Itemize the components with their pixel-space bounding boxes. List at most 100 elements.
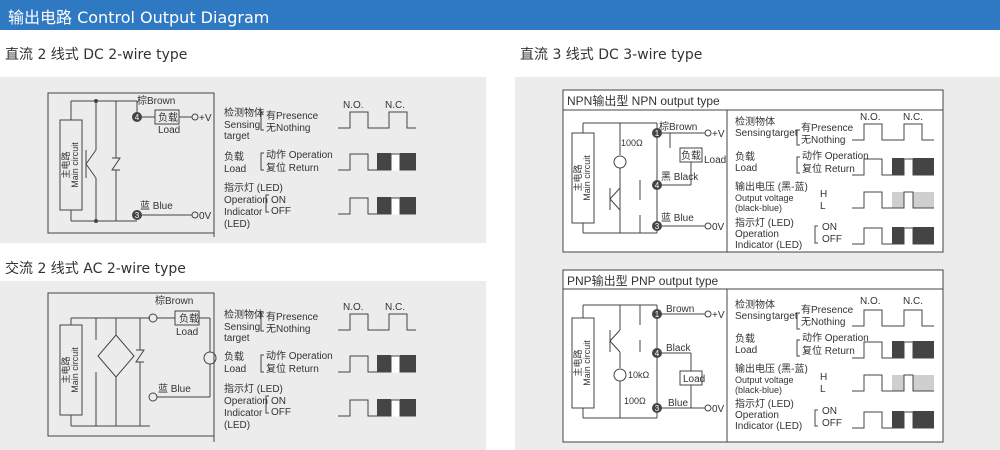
dc2-loadrow-cn: 负载 [224,150,244,163]
npn-voltage-en2: (black-blue) [735,203,782,213]
pnp-pin3: 3 [655,404,660,413]
dc2-load-cn: 负载 [158,111,178,124]
ac2-main-en: Main circuit [70,347,80,393]
dc2-presence: 有Presence [266,109,319,122]
dc2-main-en: Main circuit [70,142,80,188]
npn-brown: 棕Brown [659,120,697,133]
npn-ind-op: Operation [735,229,779,240]
pnp-frame [562,269,944,443]
npn-sensing-en: Sensing [735,128,771,139]
npn-pin1: 1 [655,129,660,138]
ac2-sensing-en1: Sensing [224,322,260,333]
dc2-off: OFF [271,206,291,217]
npn-l: L [820,201,826,212]
pnp-on: ON [822,406,837,417]
dc2-wave-no-1 [338,111,380,129]
npn-sensing-en2: target [772,128,798,139]
dc2-wave-nc-1 [377,111,416,129]
dc2-nc: N.C. [385,100,405,111]
ac2-no: N.O. [343,302,364,313]
dc2-no: N.O. [343,100,364,111]
ac2-loadrow-cn: 负载 [224,350,244,363]
npn-loadrow-cn: 负载 [735,150,755,163]
npn-no: N.O. [860,112,881,123]
dc2-title: 直流 2 线式 DC 2-wire type [5,47,188,63]
pnp-brown: Brown [666,304,694,315]
dc2-sensing-en2: target [224,131,250,142]
npn-voltage-cn: 输出电压 (黑-蓝) [735,180,808,193]
npn-load-cn: 负载 [681,149,701,162]
dc2-return: 复位 Return [266,161,319,174]
npn-on: ON [822,222,837,233]
dc2-on: ON [271,195,286,206]
pnp-operation: 动作 Operation [802,332,869,344]
npn-blue: 蓝 Blue [661,212,694,224]
ac2-loadrow-en: Load [224,364,246,375]
pnp-nothing: 无Nothing [801,317,845,328]
npn-ind-cn: 指示灯 (LED) [735,216,794,229]
npn-plus-v: +V [712,129,725,140]
dc2-operation: 动作 Operation [266,149,333,161]
npn-res100: 100Ω [621,138,643,148]
dc2-wave-no-2 [338,153,380,171]
pnp-plus-v: +V [712,310,725,321]
dc2-ind-cn: 指示灯 (LED) [224,181,283,194]
ac2-nc: N.C. [385,302,405,313]
dc2-load-en: Load [158,125,180,136]
dc2-nothing: 无Nothing [266,123,310,134]
pnp-main-cn: 主电路 [572,349,583,376]
ac2-title: 交流 2 线式 AC 2-wire type [5,261,186,277]
ac2-return: 复位 Return [266,362,319,375]
ac2-on: ON [271,396,286,407]
pnp-load: Load [683,374,705,385]
npn-nothing: 无Nothing [801,135,845,146]
dc2-main-cn: 主电路 [60,151,71,178]
ac2-load-en: Load [176,327,198,338]
dc2-sensing-en1: Sensing [224,120,260,131]
dc2-zero-v: 0V [199,211,212,222]
pnp-presence: 有Presence [801,303,854,316]
pnp-zero-v: 0V [712,404,725,415]
pnp-res100: 100Ω [624,396,646,406]
pnp-pin1: 1 [655,310,660,319]
npn-title: NPN输出型 NPN output type [567,93,720,108]
dc2-pin4: 4 [135,113,140,122]
npn-loadrow-en: Load [735,163,757,174]
pnp-pin4: 4 [655,349,660,358]
npn-presence: 有Presence [801,121,854,134]
npn-off: OFF [822,234,842,245]
pnp-title: PNP输出型 PNP output type [567,273,719,288]
pnp-nc: N.C. [903,296,923,307]
dc2-sensing-cn: 检测物体 [224,106,264,119]
npn-pin4: 4 [655,181,660,190]
ac2-blue: 蓝 Blue [158,383,191,395]
npn-h: H [820,189,827,200]
npn-nc: N.C. [903,112,923,123]
pnp-voltage-en1: Output voltage [735,375,794,385]
pnp-loadrow-en: Load [735,345,757,356]
pnp-ind-ind: Indicator (LED) [735,421,802,432]
pnp-black: Black [666,343,691,354]
pnp-l: L [820,384,826,395]
ac2-nothing: 无Nothing [266,324,310,335]
dc2-wave-no-3 [338,197,380,215]
dc2-ind-op: Operation [224,195,268,206]
dc2-plus-v: +V [199,113,212,124]
dc2-loadrow-en: Load [224,164,246,175]
npn-pin3: 3 [655,222,660,231]
ac2-load-cn: 负载 [179,312,199,325]
ac2-brown: 棕Brown [155,294,193,307]
npn-black: 黑 Black [661,171,699,183]
header-title: 输出电路 Control Output Diagram [8,8,270,27]
pnp-loadrow-cn: 负载 [735,332,755,345]
pnp-sensing-en: Sensing [735,311,771,322]
ac2-ind-cn: 指示灯 (LED) [224,382,283,395]
dc2-ind-ind: Indicator [224,207,263,218]
pnp-voltage-en2: (black-blue) [735,385,782,395]
npn-zero-v: 0V [712,222,725,233]
dc2-blue: 蓝 Blue [140,200,173,212]
ac2-ind-led: (LED) [224,420,250,431]
ac2-off: OFF [271,407,291,418]
ac2-operation: 动作 Operation [266,350,333,362]
npn-main-cn: 主电路 [572,164,583,191]
